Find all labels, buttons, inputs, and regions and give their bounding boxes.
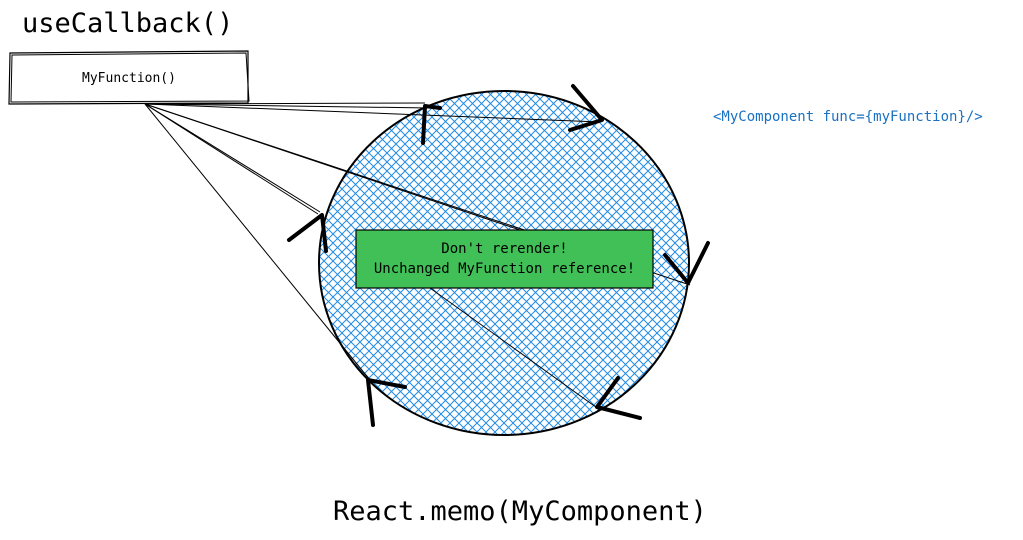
arrow-right: [663, 241, 710, 285]
arrow-top-left: [421, 104, 442, 145]
arrow-bottom-right: [595, 376, 642, 420]
page-title: useCallback(): [22, 8, 234, 39]
status-box: Don't rerender! Unchanged MyFunction ref…: [356, 230, 653, 288]
function-box-outline: [8, 50, 250, 105]
status-line-1: Don't rerender!: [441, 241, 568, 257]
arrow-bottom-left: [366, 378, 407, 427]
function-box: MyFunction(): [10, 53, 248, 103]
arrow-left: [287, 213, 328, 253]
component-call-code: <MyComponent func={myFunction}/>: [713, 109, 983, 125]
rotation-arrows: [287, 84, 710, 427]
arrow-top-right: [568, 84, 604, 132]
memo-caption: React.memo(MyComponent): [333, 496, 707, 527]
function-box-label: MyFunction(): [82, 70, 176, 86]
status-box-bg: [355, 229, 654, 289]
status-line-2: Unchanged MyFunction reference!: [373, 261, 636, 277]
